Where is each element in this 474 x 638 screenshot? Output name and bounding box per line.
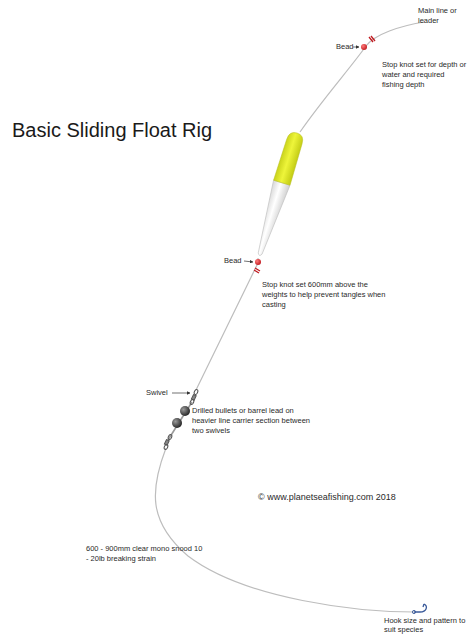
stop-knot [369,36,375,42]
part-label: Bead [224,256,244,266]
leader-line [172,393,190,394]
hook [414,604,426,612]
leader-line [353,47,359,48]
main-line [196,258,258,390]
swivel [189,389,198,405]
note-label: Hook size and pattern to suit species [384,616,468,636]
drilled-bullet [172,418,182,428]
part-label: Bead [336,42,356,52]
note-label: Stop knot set for depth or water and req… [382,60,468,89]
bead [255,259,261,265]
drilled-bullet [180,406,190,416]
snood-line [155,448,414,612]
copyright-note: © www.planetseafishing.com 2018 [258,492,428,504]
swivel [163,434,172,450]
carrier-line [168,402,192,440]
note-label: Drilled bullets or barrel lead on heavie… [192,406,310,435]
bead [361,44,367,50]
float [251,130,305,257]
diagram-title: Basic Sliding Float Rig [12,118,212,142]
hook-eye [412,610,415,613]
note-label: 600 - 900mm clear mono snood 10 - 20lb b… [86,544,206,564]
leader-line [244,261,253,262]
note-label: Stop knot set 600mm above the weights to… [262,280,386,309]
part-label: Swivel [146,388,172,398]
stop-knot [254,268,260,273]
line-label: Main line or leader [418,6,468,26]
